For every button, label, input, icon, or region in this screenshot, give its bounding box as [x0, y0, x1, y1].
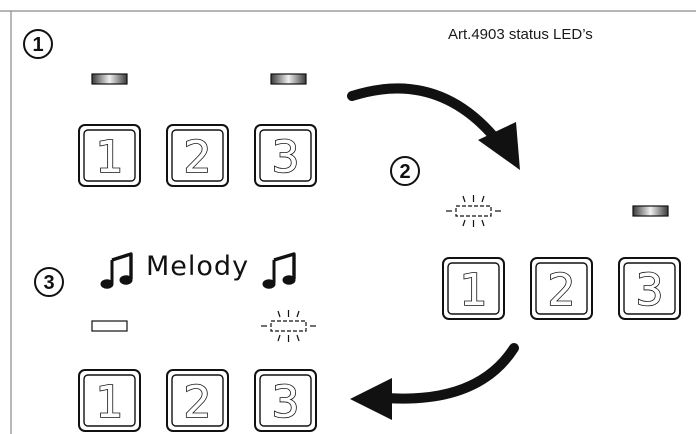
step3-led-1-off [91, 320, 128, 332]
step1-button-2-label: 2 [184, 132, 212, 183]
step-3-marker: 3 [34, 267, 64, 297]
step3-button-1-label: 1 [96, 377, 124, 428]
step1-led-3-on [270, 73, 307, 85]
melody-label: Melody [146, 251, 250, 282]
step3-button-1[interactable]: 1 [78, 369, 141, 432]
step1-button-1-label: 1 [96, 132, 124, 183]
step1-button-3-label: 3 [272, 132, 300, 183]
step2-led-1-blinking [446, 195, 501, 227]
step3-button-2[interactable]: 2 [166, 369, 229, 432]
step-1-marker: 1 [23, 29, 53, 59]
step2-button-2-label: 2 [548, 265, 576, 316]
step-2-marker: 2 [390, 156, 420, 186]
step2-button-3[interactable]: 3 [618, 257, 681, 320]
step3-led-3-blinking [261, 310, 316, 342]
arrow-curve-icon [347, 83, 520, 170]
step1-button-3[interactable]: 3 [254, 124, 317, 187]
step2-button-1-label: 1 [460, 265, 488, 316]
step-2-number: 2 [399, 161, 410, 183]
step3-button-2-label: 2 [184, 377, 212, 428]
music-note-icon [262, 252, 296, 289]
diagram-caption: Art.4903 status LED’s [448, 26, 593, 43]
step1-led-1-on [91, 73, 128, 85]
step2-led-3-on [632, 205, 669, 217]
step3-button-3-label: 3 [272, 377, 300, 428]
step1-button-1[interactable]: 1 [78, 124, 141, 187]
arrow-curve-icon [350, 343, 519, 420]
step2-button-1[interactable]: 1 [442, 257, 505, 320]
step3-button-3[interactable]: 3 [254, 369, 317, 432]
step2-button-2[interactable]: 2 [530, 257, 593, 320]
step1-button-2[interactable]: 2 [166, 124, 229, 187]
step-1-number: 1 [32, 34, 43, 56]
step2-button-3-label: 3 [636, 265, 664, 316]
step-3-number: 3 [43, 272, 54, 294]
music-note-icon [100, 252, 133, 289]
